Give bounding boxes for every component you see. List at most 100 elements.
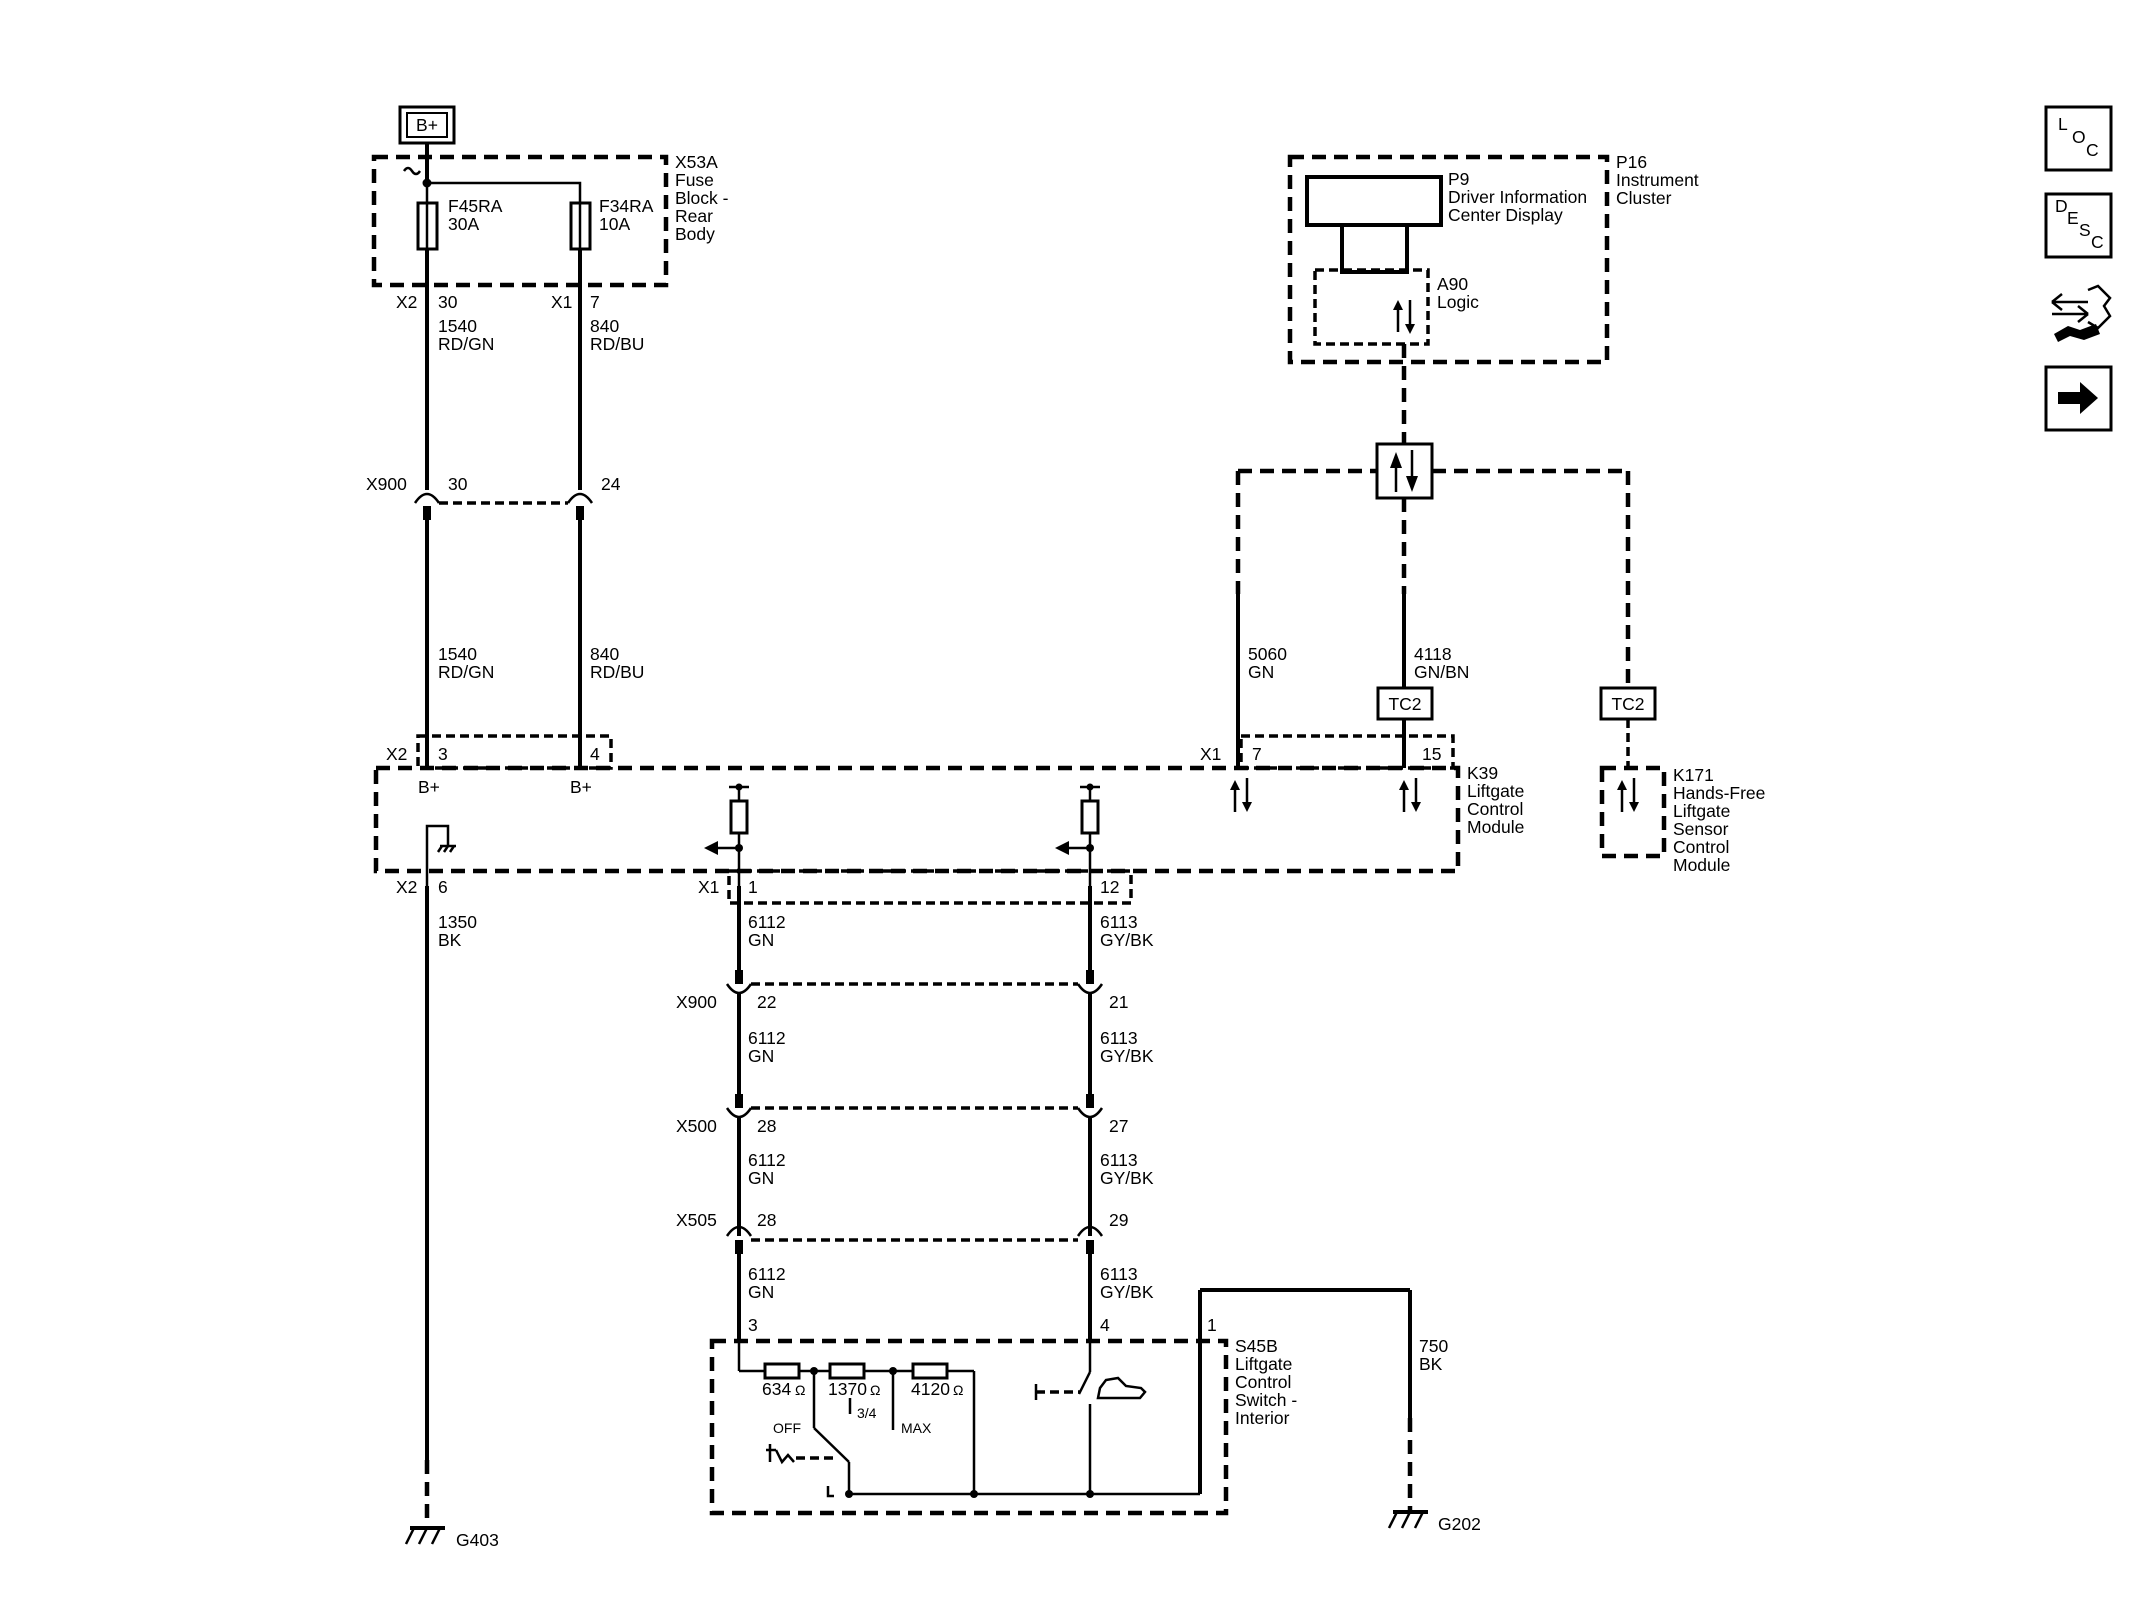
loc-button[interactable]: L O C bbox=[2044, 105, 2113, 172]
x53a-title-4: Rear bbox=[675, 206, 713, 226]
k39-pin-3: 3 bbox=[438, 744, 448, 764]
desc-letter-d: D bbox=[2055, 196, 2068, 216]
wire-1540-num-a: 1540 bbox=[438, 316, 477, 336]
switch-s45b: 3 4 1 S45B Liftgate Control Switch - Int… bbox=[709, 1290, 1297, 1516]
wire-750-color: BK bbox=[1419, 1354, 1443, 1374]
x500-pin-b: 27 bbox=[1109, 1116, 1128, 1136]
resistor-4120-value: 4120 bbox=[911, 1379, 950, 1399]
terminating-connector-tc2-right: TC2 bbox=[1599, 686, 1657, 721]
next-page-button[interactable] bbox=[2044, 365, 2113, 432]
k171-title-2: Hands-Free bbox=[1673, 783, 1765, 803]
wire-840-num-b: 840 bbox=[590, 644, 619, 664]
x900-upper-pin-b: 24 bbox=[601, 474, 621, 494]
x505-pin-b: 29 bbox=[1109, 1210, 1128, 1230]
connector-x900-lower: X900 22 21 bbox=[676, 970, 1128, 1012]
wire-5060-color: GN bbox=[1248, 662, 1274, 682]
resistor-1370-value: 1370 bbox=[828, 1379, 867, 1399]
k39-pullup-pin12 bbox=[1055, 783, 1100, 886]
wire-6113-num-c: 6113 bbox=[1100, 1150, 1138, 1170]
wire-6112-color-b: GN bbox=[748, 1046, 774, 1066]
wire-6113-color-d: GY/BK bbox=[1100, 1282, 1154, 1302]
x53a-right-conn: X1 bbox=[551, 292, 572, 312]
k39-title-3: Control bbox=[1467, 799, 1523, 819]
s45b-pin-3: 3 bbox=[748, 1315, 758, 1335]
p9-title-1: P9 bbox=[1448, 169, 1469, 189]
wire-6113-num-d: 6113 bbox=[1100, 1264, 1138, 1284]
loc-letter-l: L bbox=[2058, 114, 2068, 134]
module-k171: K171 Hands-Free Liftgate Sensor Control … bbox=[1599, 765, 1765, 875]
p9-title-2: Driver Information bbox=[1448, 187, 1587, 207]
resistor-1370 bbox=[828, 1362, 866, 1380]
switch-position-max: MAX bbox=[901, 1420, 932, 1436]
s45b-pin-4: 4 bbox=[1100, 1315, 1110, 1335]
k171-data-arrows bbox=[1617, 778, 1639, 812]
resistor-634 bbox=[763, 1362, 801, 1380]
x505-name: X505 bbox=[676, 1210, 717, 1230]
arrow-right-icon bbox=[2058, 382, 2098, 414]
k39-x1b-conn: X1 bbox=[698, 877, 719, 897]
x900-lower-pin-b: 21 bbox=[1109, 992, 1128, 1012]
resistor-634-value: 634 bbox=[762, 1379, 791, 1399]
wire-5060-num: 5060 bbox=[1248, 644, 1287, 664]
a90-title-1: A90 bbox=[1437, 274, 1468, 294]
tc2-left-label: TC2 bbox=[1388, 694, 1421, 714]
k39-pullup-pin1 bbox=[704, 783, 749, 886]
desc-letter-s: S bbox=[2079, 220, 2091, 240]
k39-pin-6: 6 bbox=[438, 877, 448, 897]
p16-title-3: Cluster bbox=[1616, 188, 1672, 208]
wire-6112-num-b: 6112 bbox=[748, 1028, 786, 1048]
switch-position-off: OFF bbox=[773, 1420, 801, 1436]
connector-repair-icon[interactable] bbox=[2046, 280, 2114, 348]
k39-title-1: K39 bbox=[1467, 763, 1498, 783]
wire-6113-num-b: 6113 bbox=[1100, 1028, 1138, 1048]
s45b-title-4: Switch - bbox=[1235, 1390, 1297, 1410]
k39-bplus-a: B+ bbox=[418, 777, 440, 797]
x53a-left-pin: 30 bbox=[438, 292, 458, 312]
p16-title-2: Instrument bbox=[1616, 170, 1699, 190]
x53a-title-5: Body bbox=[675, 224, 715, 244]
wire-1350-num: 1350 bbox=[438, 912, 477, 932]
module-k39: X2 3 4 B+ B+ X1 7 15 bbox=[373, 734, 1524, 905]
k39-pin-4: 4 bbox=[590, 744, 600, 764]
x900-lower-pin-a: 22 bbox=[757, 992, 776, 1012]
wire-6113-color-a: GY/BK bbox=[1100, 930, 1154, 950]
serial-data-splice bbox=[1375, 442, 1434, 500]
wire-840-num-a: 840 bbox=[590, 316, 619, 336]
s45b-pin-1: 1 bbox=[1207, 1315, 1217, 1335]
desc-letter-c: C bbox=[2091, 232, 2104, 252]
k171-title-6: Module bbox=[1673, 855, 1730, 875]
k39-data-arrows-7 bbox=[1230, 778, 1252, 812]
k171-title-4: Sensor bbox=[1673, 819, 1729, 839]
desc-button[interactable]: D E S C bbox=[2044, 192, 2113, 259]
fuse-f45ra-name: F45RA bbox=[448, 196, 503, 216]
ground-g403: G403 bbox=[404, 1526, 499, 1550]
x900-upper-pin-a: 30 bbox=[448, 474, 468, 494]
x500-pin-a: 28 bbox=[757, 1116, 776, 1136]
k39-title-4: Module bbox=[1467, 817, 1524, 837]
k171-title-1: K171 bbox=[1673, 765, 1714, 785]
wire-1540-color-b: RD/GN bbox=[438, 662, 494, 682]
wire-1540-num-b: 1540 bbox=[438, 644, 477, 664]
display-p9 bbox=[1305, 175, 1443, 227]
p16-title-1: P16 bbox=[1616, 152, 1647, 172]
liftgate-vehicle-icon bbox=[1096, 1376, 1147, 1400]
loc-letter-o: O bbox=[2072, 127, 2086, 147]
wire-6112-num-c: 6112 bbox=[748, 1150, 786, 1170]
k39-bplus-b: B+ bbox=[570, 777, 592, 797]
wire-1350-color: BK bbox=[438, 930, 462, 950]
wire-840-color-b: RD/BU bbox=[590, 662, 644, 682]
battery-source: B+ bbox=[398, 105, 456, 183]
k39-data-arrows-15 bbox=[1399, 778, 1421, 812]
k39-x2b-conn: X2 bbox=[396, 877, 417, 897]
k39-x2-conn: X2 bbox=[386, 744, 407, 764]
wire-6113-color-c: GY/BK bbox=[1100, 1168, 1154, 1188]
wire-840-color-a: RD/BU bbox=[590, 334, 644, 354]
x53a-right-pin: 7 bbox=[590, 292, 600, 312]
switch-position-3-4: 3/4 bbox=[857, 1405, 877, 1421]
s45b-title-3: Control bbox=[1235, 1372, 1291, 1392]
wire-6113-num-a: 6113 bbox=[1100, 912, 1138, 932]
fuse-f45ra-rating: 30A bbox=[448, 214, 479, 234]
wire-4118-num: 4118 bbox=[1414, 644, 1452, 664]
x505-pin-a: 28 bbox=[757, 1210, 776, 1230]
